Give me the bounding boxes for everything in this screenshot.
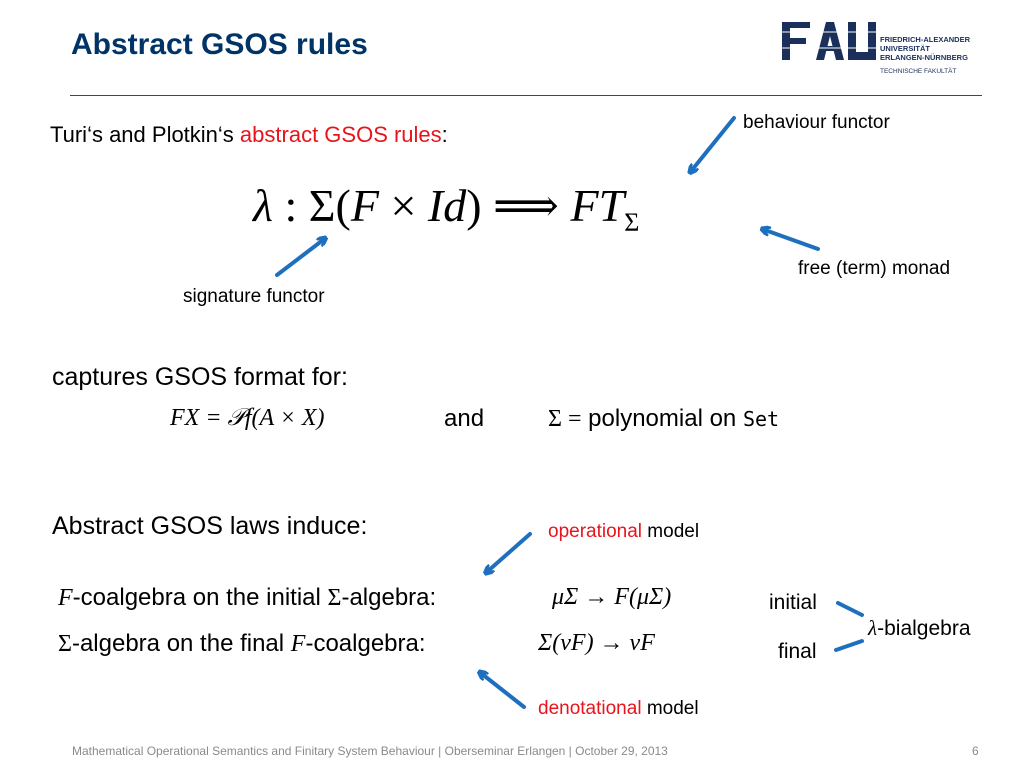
slide-title: Abstract GSOS rules <box>71 28 368 61</box>
intro-highlight: abstract GSOS rules <box>239 122 442 147</box>
arrow-free-monad <box>765 230 820 251</box>
arrow-signature-functor <box>275 240 323 277</box>
captures-heading: captures GSOS format for: <box>52 363 348 391</box>
initial-label: initial <box>769 591 817 614</box>
behaviour-functor-label: behaviour functor <box>743 112 890 133</box>
connector-final <box>834 639 864 652</box>
capture-equation-1: FX = 𝒫f(A × X) <box>170 405 325 431</box>
operational-model-label: operational model <box>548 521 700 542</box>
signature-functor-label: signature functor <box>183 286 325 307</box>
connector-initial <box>836 601 864 617</box>
logo-university-name: FRIEDRICH-ALEXANDER UNIVERSITÄT ERLANGEN… <box>880 35 970 62</box>
law-line-coalgebra: F-coalgebra on the initial Σ-algebra: <box>58 584 437 611</box>
intro-line: Turi‘s and Plotkin‘s abstract GSOS rules… <box>50 122 448 147</box>
law-math-coalgebra: μΣ → F(μΣ) <box>552 584 672 610</box>
bialgebra-label: λ-bialgebra <box>868 616 971 640</box>
denotational-model-label: denotational model <box>538 698 699 719</box>
footer-text: Mathematical Operational Semantics and F… <box>72 744 668 758</box>
law-math-algebra: Σ(νF) → νF <box>538 630 655 656</box>
capture-equation-2: Σ = polynomial on Set <box>548 405 780 432</box>
law-line-algebra: Σ-algebra on the final F-coalgebra: <box>58 630 426 657</box>
arrow-operational-model <box>488 532 532 571</box>
final-label: final <box>778 640 817 663</box>
fau-logo-mark <box>782 22 878 60</box>
free-monad-label: free (term) monad <box>798 258 951 279</box>
and-word: and <box>444 405 485 432</box>
logo-faculty: TECHNISCHE FAKULTÄT <box>880 68 957 75</box>
arrow-denotational-model <box>482 674 526 709</box>
arrow-behaviour-functor <box>692 116 736 170</box>
gsos-formula: λ : Σ(F × Id) ⟹ FTΣ <box>253 180 640 237</box>
title-divider <box>70 95 982 96</box>
fau-logo: FRIEDRICH-ALEXANDER UNIVERSITÄT ERLANGEN… <box>782 18 982 78</box>
page-number: 6 <box>972 744 979 758</box>
laws-heading: Abstract GSOS laws induce: <box>52 512 368 540</box>
